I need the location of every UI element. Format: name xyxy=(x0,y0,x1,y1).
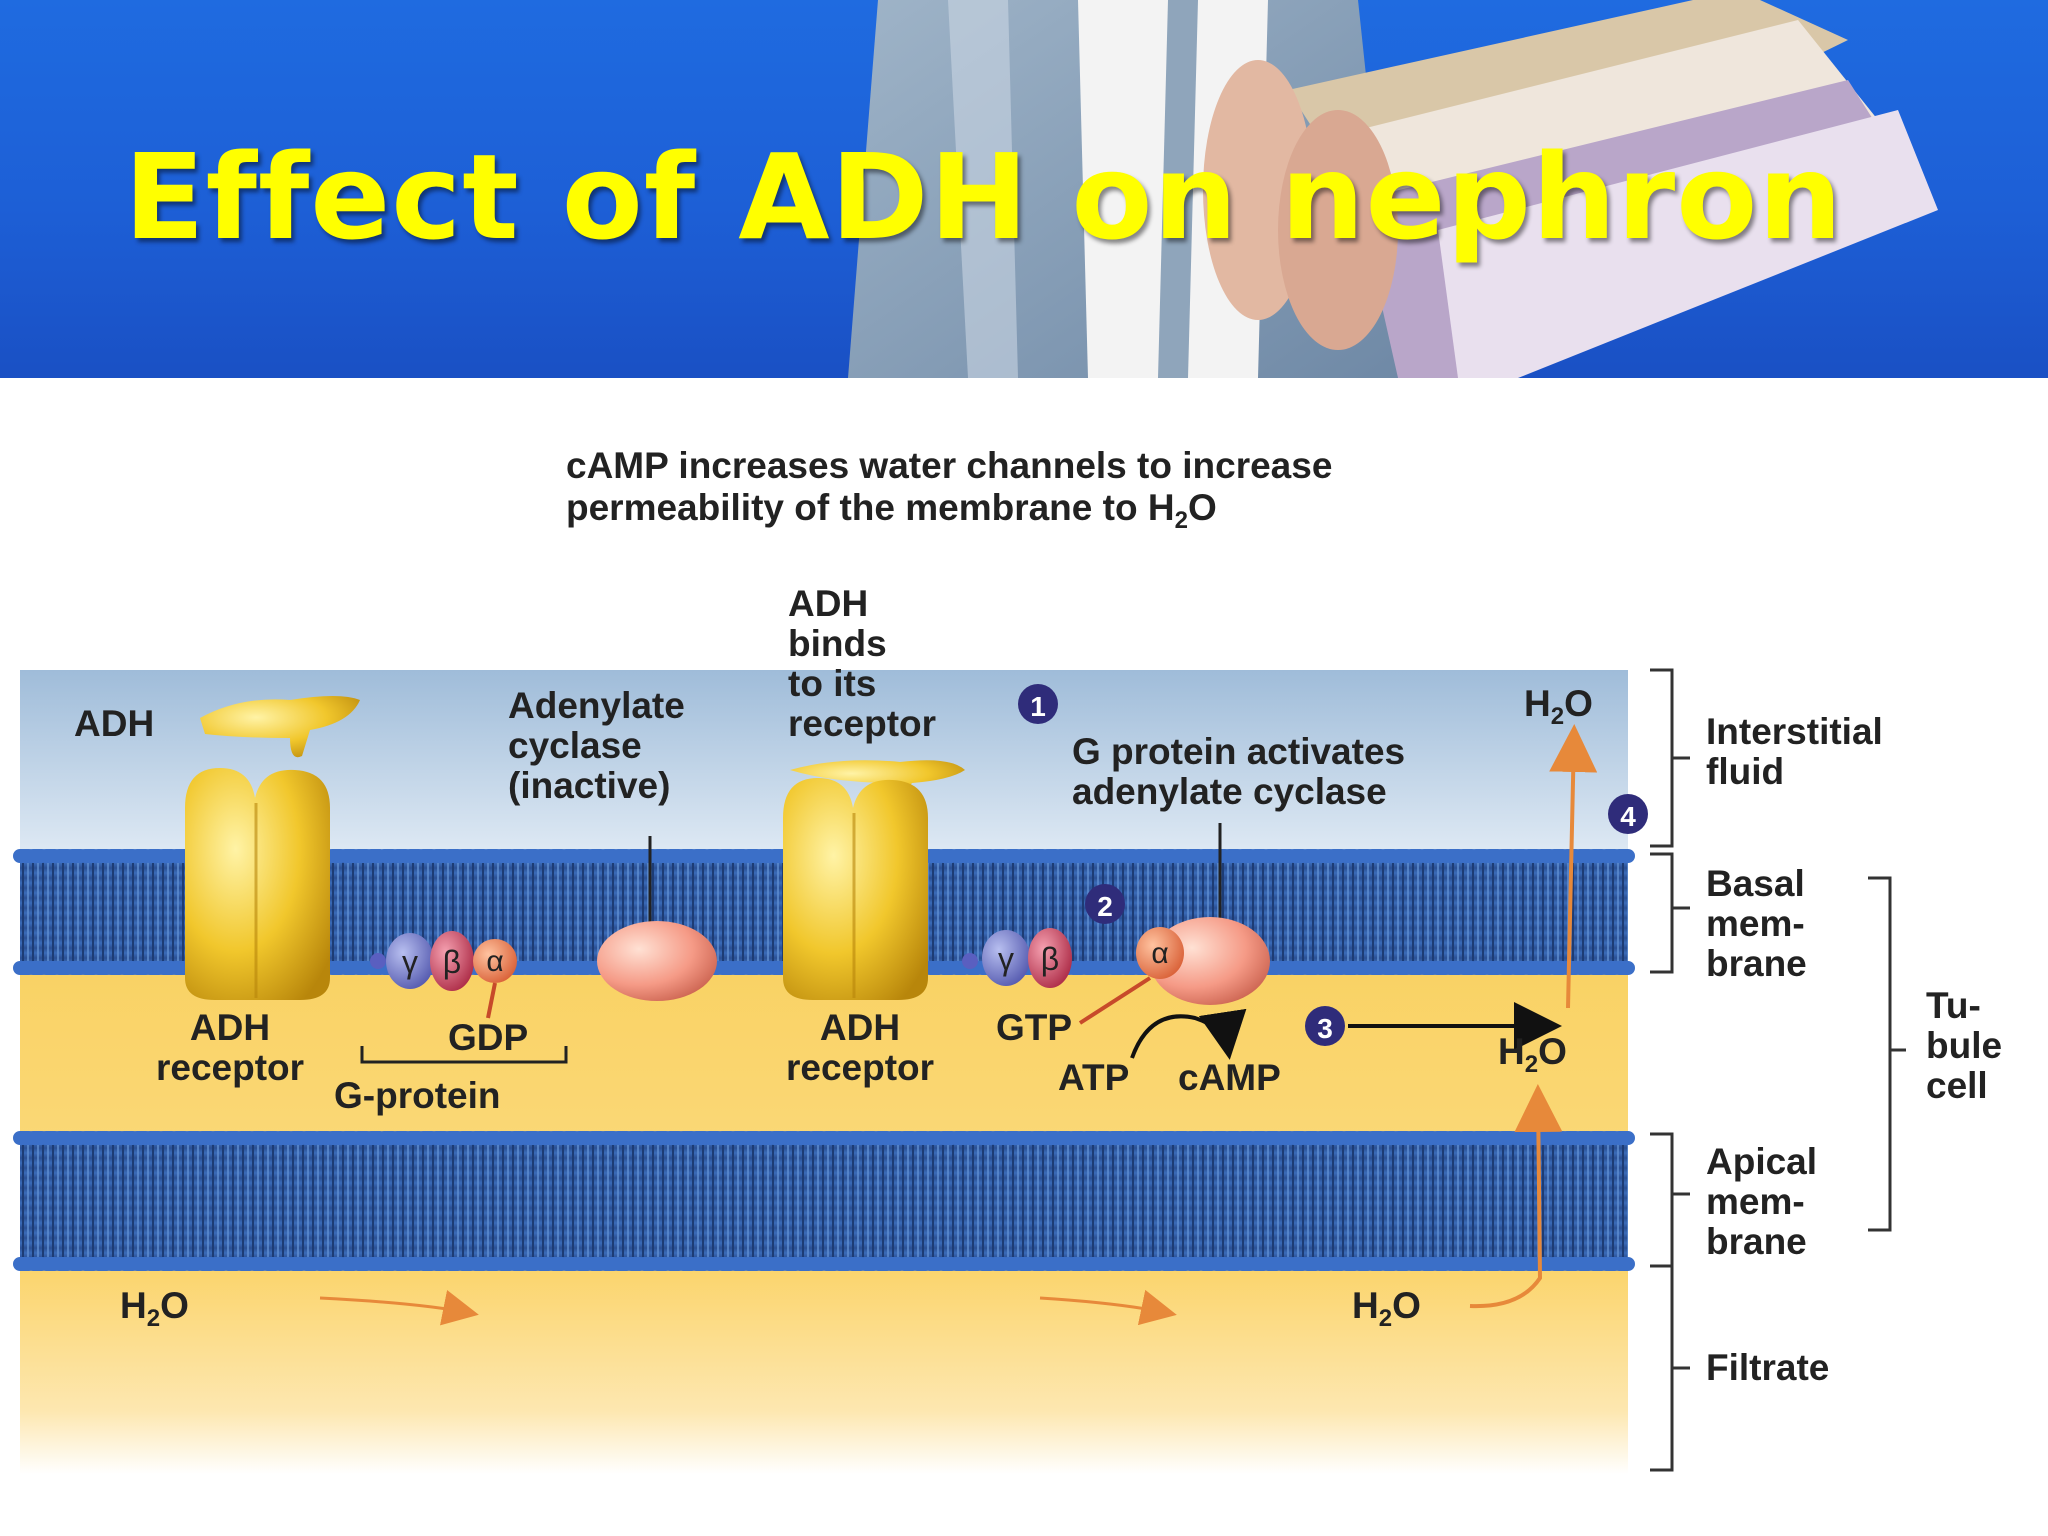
adh-binds-label-1: ADH xyxy=(788,583,868,624)
filtrate-flow-arrow-1 xyxy=(319,1290,479,1326)
tubule-label-3: cell xyxy=(1926,1065,1988,1106)
apical-membrane xyxy=(13,1131,1635,1271)
apical-label-3: brane xyxy=(1706,1221,1807,1262)
adh-mechanism-diagram: cAMP increases water channels to increas… xyxy=(13,445,2002,1474)
svg-text:γ: γ xyxy=(402,944,418,980)
adenylate-cyclase-inactive xyxy=(597,836,717,1001)
g-protein-activates-label-2: adenylate cyclase xyxy=(1072,771,1387,812)
h2o-interstitial-label: H2O xyxy=(1524,683,1593,730)
atp-to-camp-arrow xyxy=(1130,1008,1247,1060)
basal-label-2: mem- xyxy=(1706,903,1805,944)
svg-text:3: 3 xyxy=(1317,1013,1333,1044)
adh-receptor-1 xyxy=(185,768,330,1000)
water-entry-arrow xyxy=(1469,1084,1563,1309)
step-3-badge: 3 xyxy=(1305,1006,1345,1046)
adh-receptor-1-label-1: ADH xyxy=(190,1007,270,1048)
h2o-filtrate-label-1: H2O xyxy=(120,1285,189,1332)
g-protein-label: G-protein xyxy=(334,1075,500,1116)
water-exit-arrow xyxy=(1549,724,1598,1009)
adenylate-cyclase-label-2: cyclase xyxy=(508,725,642,766)
svg-text:β: β xyxy=(443,944,461,980)
g-protein-inactive: γ β α xyxy=(370,931,517,1019)
adh-receptor-1-label-2: receptor xyxy=(156,1047,304,1088)
adenylate-cyclase-label-1: Adenylate xyxy=(508,685,685,726)
g-protein-activates-label-1: G protein activates xyxy=(1072,731,1405,772)
adh-receptor-2-label-1: ADH xyxy=(820,1007,900,1048)
svg-text:α: α xyxy=(486,945,503,978)
tubule-label-2: bule xyxy=(1926,1025,2002,1066)
gdp-label: GDP xyxy=(448,1017,528,1058)
adh-label: ADH xyxy=(74,703,154,744)
caption-line-1: cAMP increases water channels to increas… xyxy=(566,445,1332,486)
tubule-label-1: Tu- xyxy=(1926,985,1981,1026)
adh-receptor-2-label-2: receptor xyxy=(786,1047,934,1088)
region-brackets xyxy=(1650,668,1906,1472)
title-banner: Effect of ADH on nephron xyxy=(0,0,2048,378)
interstitial-label-1: Interstitial xyxy=(1706,711,1883,752)
step-2-badge: 2 xyxy=(1085,884,1125,924)
apical-label-1: Apical xyxy=(1706,1141,1817,1182)
adh-binds-label-4: receptor xyxy=(788,703,936,744)
g-protein-bracket xyxy=(360,1046,568,1064)
caption-line-2: permeability of the membrane to H2O xyxy=(566,487,1217,534)
apical-label-2: mem- xyxy=(1706,1181,1805,1222)
svg-text:γ: γ xyxy=(998,941,1014,977)
filtrate-label: Filtrate xyxy=(1706,1347,1829,1388)
step-1-badge: 1 xyxy=(1018,684,1058,724)
camp-label: cAMP xyxy=(1178,1057,1281,1098)
filtrate-flow-arrow-2 xyxy=(1039,1289,1177,1326)
svg-text:4: 4 xyxy=(1620,801,1636,832)
g-protein-beta-gamma: γ β xyxy=(962,928,1072,988)
atp-label: ATP xyxy=(1058,1057,1129,1098)
adenylate-cyclase-active: α xyxy=(1078,823,1270,1025)
basal-label-3: brane xyxy=(1706,943,1807,984)
svg-text:1: 1 xyxy=(1030,691,1046,722)
student-with-books-photo xyxy=(848,0,1938,378)
svg-text:2: 2 xyxy=(1097,891,1113,922)
adh-binds-label-3: to its xyxy=(788,663,876,704)
h2o-filtrate-label-2: H2O xyxy=(1352,1285,1421,1332)
adh-binds-label-2: binds xyxy=(788,623,887,664)
filtrate-region xyxy=(20,1264,1628,1474)
interstitial-label-2: fluid xyxy=(1706,751,1784,792)
svg-text:α: α xyxy=(1151,937,1168,970)
svg-text:β: β xyxy=(1041,941,1059,977)
slide-title: Effect of ADH on nephron xyxy=(124,128,1844,266)
basal-label-1: Basal xyxy=(1706,863,1805,904)
adenylate-cyclase-label-3: (inactive) xyxy=(508,765,670,806)
adh-receptor-2 xyxy=(783,760,965,1000)
h2o-cell-label: H2O xyxy=(1498,1031,1567,1078)
step-4-badge: 4 xyxy=(1608,794,1648,834)
adh-hormone xyxy=(200,696,360,758)
gtp-label: GTP xyxy=(996,1007,1072,1048)
